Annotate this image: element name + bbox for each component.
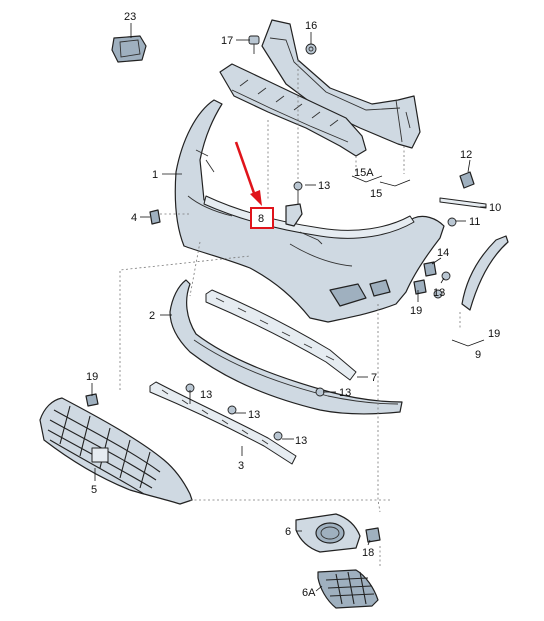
callout-2: 2 (149, 310, 155, 322)
dashed-guides (119, 60, 461, 568)
callout-1: 1 (152, 169, 158, 181)
leader-lines (91, 23, 486, 592)
part-9-wheel-arch-trim (461, 235, 509, 311)
callout-5: 5 (91, 484, 97, 496)
callout-17: 17 (221, 35, 233, 47)
part-4-clip (149, 209, 161, 225)
callout-11: 11 (469, 216, 480, 228)
callout-13-d: 13 (200, 389, 212, 401)
callout-13-b: 13 (433, 287, 445, 299)
part-12-clip (459, 171, 475, 189)
callout-4: 4 (131, 212, 137, 224)
part-15a-absorber (219, 63, 367, 157)
callout-9: 9 (475, 349, 481, 361)
highlight-box (250, 207, 274, 229)
callout-15a: 15A (354, 167, 374, 179)
part-19-clip-right (413, 279, 443, 299)
red-arrow (234, 141, 257, 197)
part-19-clip-left (85, 393, 99, 407)
red-arrow-head (250, 190, 262, 206)
callout-18: 18 (362, 547, 374, 559)
callout-6a: 6A (302, 587, 316, 599)
part-5-grille (39, 397, 193, 505)
callout-19-right: 19 (410, 305, 422, 317)
highlight-part-8 (234, 141, 274, 229)
part-6a-fog-grille (317, 569, 379, 609)
callout-13-c: 13 (339, 387, 351, 399)
part-3-lower-strip (149, 381, 297, 465)
callout-13-a: 13 (318, 180, 330, 192)
callout-15: 15 (370, 188, 382, 200)
callout-23: 23 (124, 11, 136, 23)
callout-6: 6 (285, 526, 291, 538)
part-11-screw (447, 217, 457, 227)
part-14-clip (423, 261, 451, 281)
part-6-fog-frame (295, 513, 361, 553)
part-17-screw (248, 35, 260, 54)
callout-14: 14 (437, 247, 449, 259)
part-7-lower-absorber (205, 289, 357, 381)
callout-13-f: 13 (295, 435, 307, 447)
callout-13-e: 13 (248, 409, 260, 421)
callout-labels: 23 17 16 1 4 8 13 15A 15 12 10 11 14 13 … (86, 11, 501, 599)
callout-16: 16 (305, 20, 317, 32)
callout-19-arch: 19 (488, 328, 500, 340)
part-8-bracket (285, 181, 303, 227)
callout-3: 3 (238, 460, 244, 472)
callout-8: 8 (258, 213, 264, 225)
part-10-strip (439, 197, 487, 209)
part-16-nut (305, 43, 317, 55)
part-23-cap (111, 35, 147, 63)
part-18-clip (365, 527, 381, 543)
callout-10: 10 (489, 202, 501, 214)
callout-19-left: 19 (86, 371, 98, 383)
callout-12: 12 (460, 149, 472, 161)
callout-7: 7 (371, 372, 377, 384)
